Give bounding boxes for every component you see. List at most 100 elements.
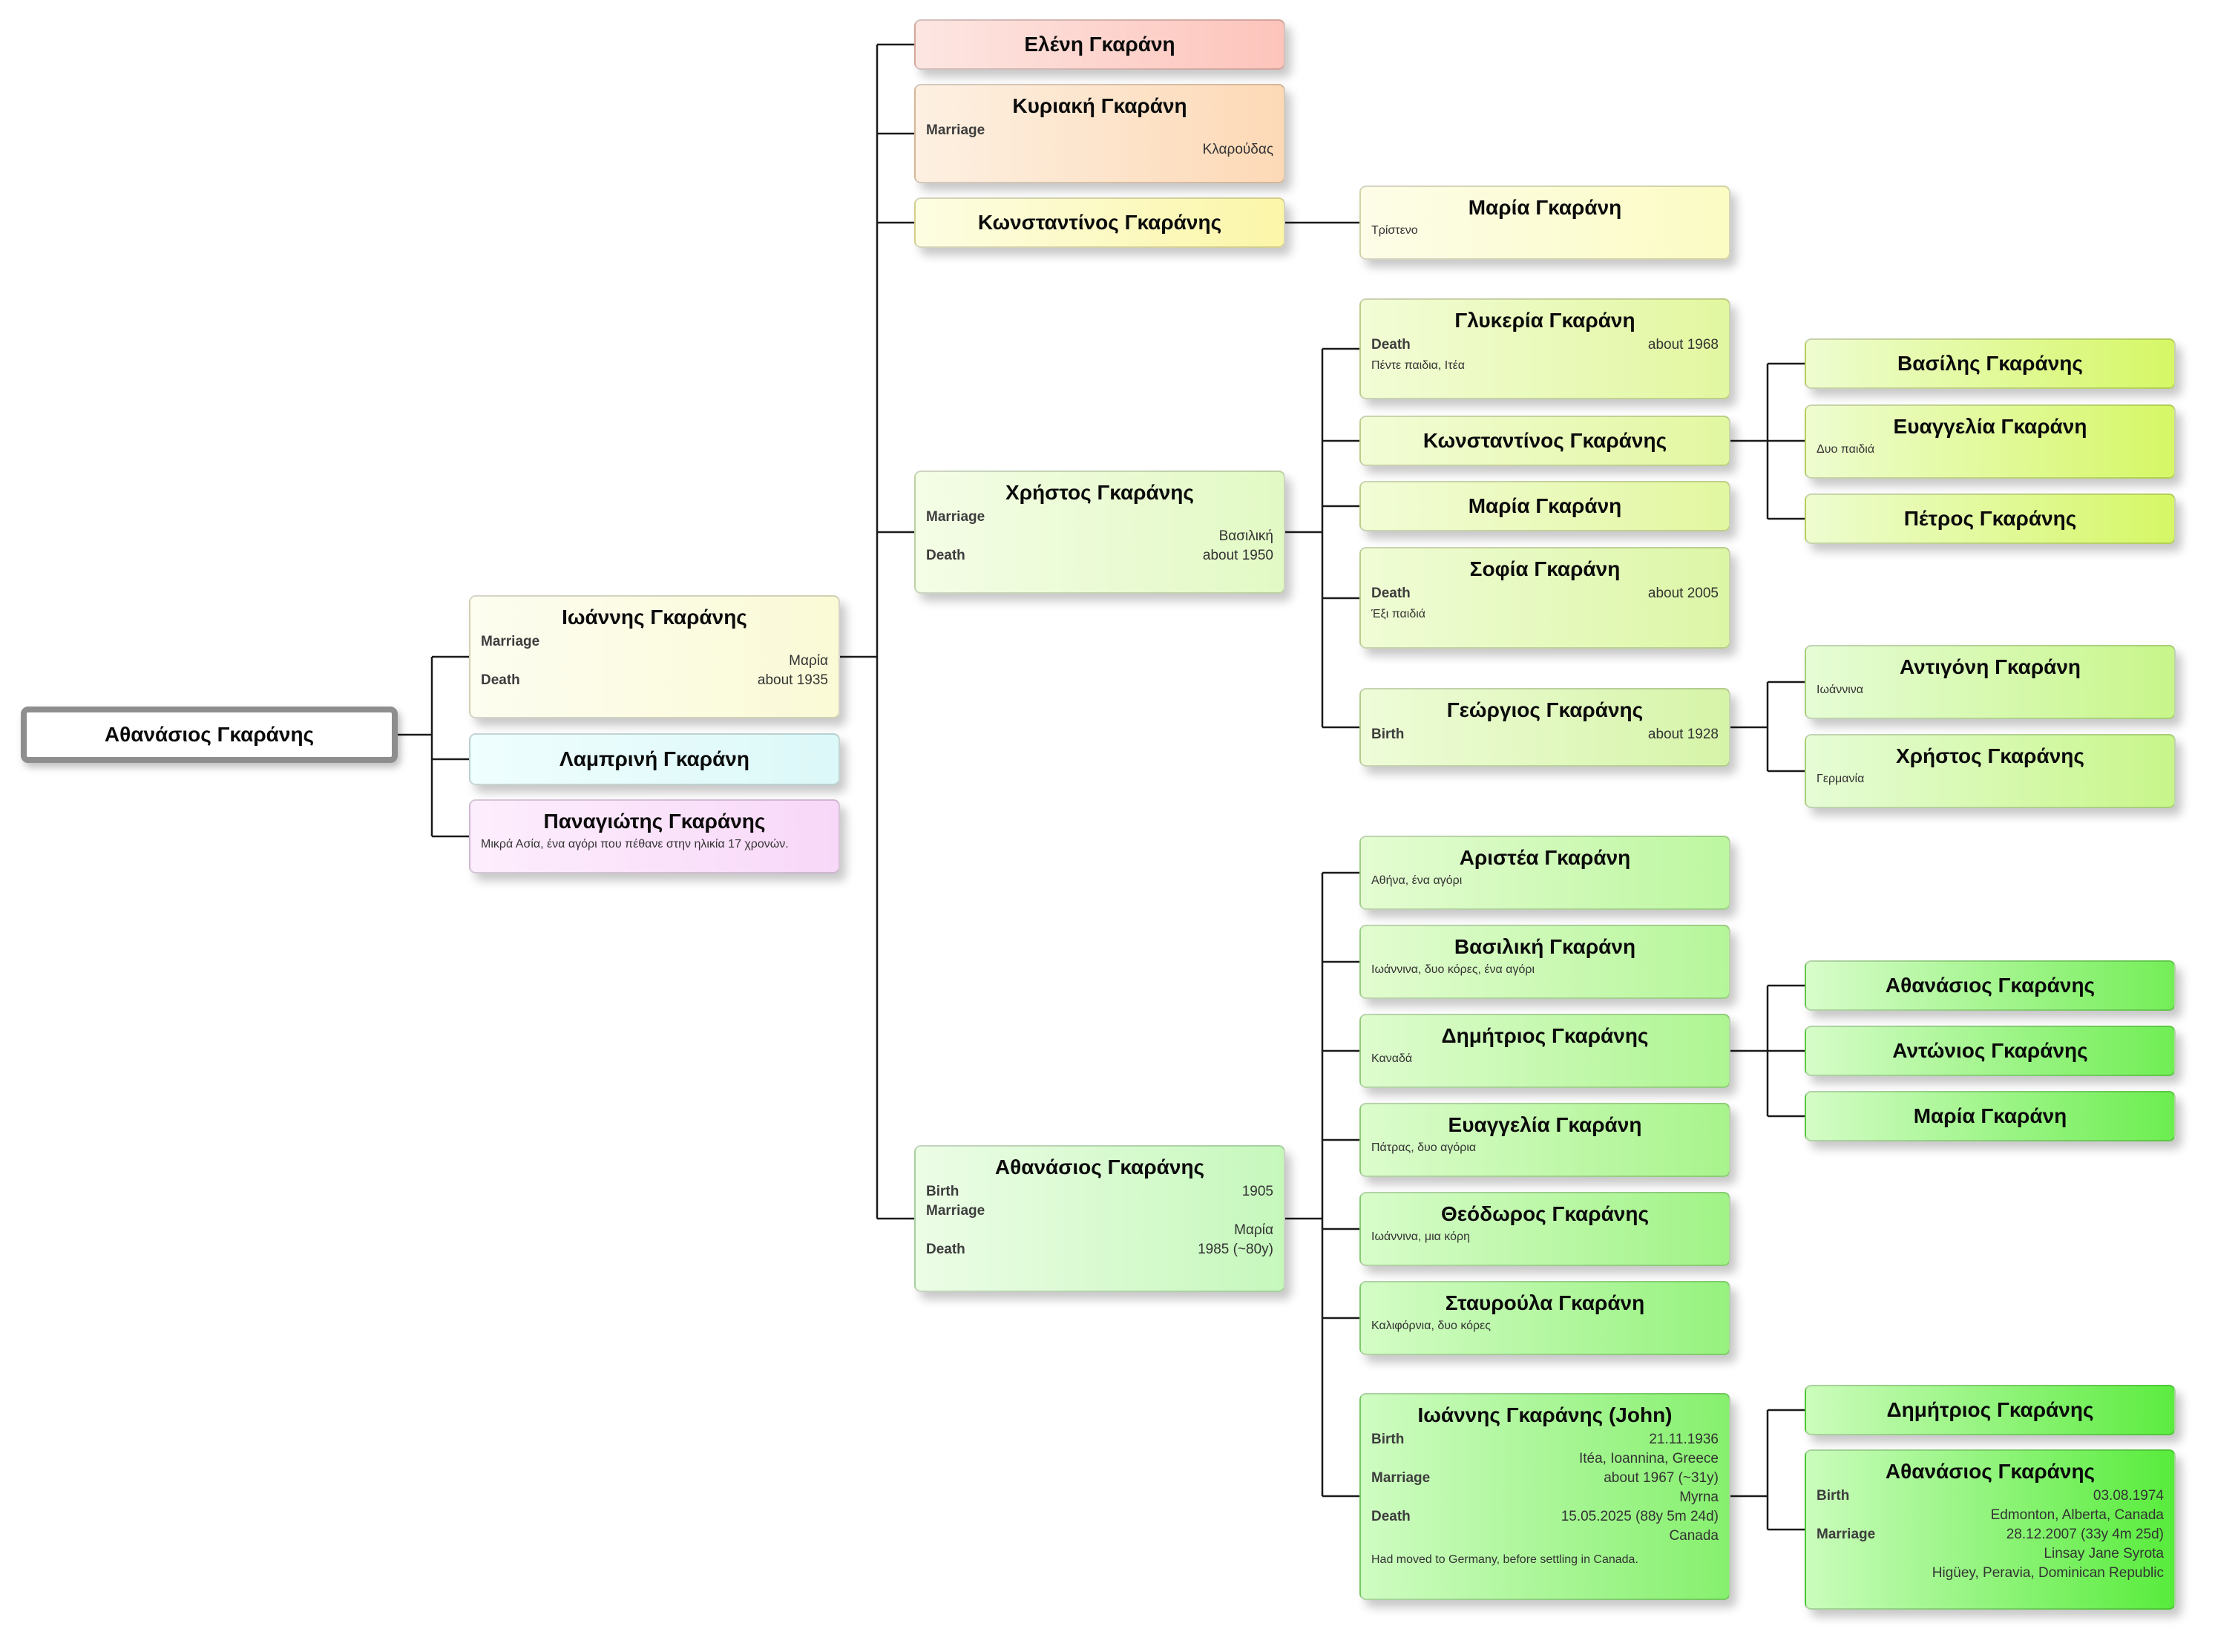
death-row: Death 1985 (~80y) xyxy=(926,1240,1273,1259)
person-card-dimitrios-2[interactable]: Δημήτριος Γκαράνης xyxy=(1805,1385,2176,1435)
person-card-panagiotis[interactable]: Παναγιώτης Γκαράνης Μικρά Ασία, ένα αγόρ… xyxy=(469,799,840,873)
birth-label: Birth xyxy=(1371,727,1405,742)
death-place: Canada xyxy=(1669,1528,1719,1544)
person-card-vasilis[interactable]: Βασίλης Γκαράνης xyxy=(1805,338,2176,389)
death-label: Death xyxy=(1371,337,1411,353)
marriage-row: Marriage xyxy=(481,632,828,652)
spouse-name: Linsay Jane Syrota xyxy=(2044,1546,2164,1561)
spouse-name: Myrna xyxy=(1679,1489,1719,1505)
person-name: Αριστέα Γκαράνη xyxy=(1459,846,1631,869)
person-name: Ιωάννης Γκαράνης (John) xyxy=(1417,1403,1673,1426)
death-date: 1985 (~80y) xyxy=(1198,1242,1273,1257)
person-card-maria-2[interactable]: Μαρία Γκαράνη xyxy=(1359,481,1730,531)
person-note: Ιωάννινα xyxy=(1817,684,1863,696)
death-date: about 1950 xyxy=(1202,548,1273,563)
person-name: Αθανάσιος Γκαράνης xyxy=(104,723,315,746)
death-row: Death 15.05.2025 (88y 5m 24d) xyxy=(1371,1507,1719,1527)
person-card-root[interactable]: Αθανάσιος Γκαράνης xyxy=(21,707,398,763)
death-label: Death xyxy=(926,1242,965,1257)
person-note: Μικρά Ασία, ένα αγόρι που πέθανε στην ηλ… xyxy=(481,838,789,850)
birth-row: Birth 21.11.1936 xyxy=(1371,1430,1719,1449)
person-card-evangelia-2[interactable]: Ευαγγελία Γκαράνη Πάτρας, δυο αγόρια xyxy=(1359,1103,1730,1177)
birth-row: Birth 03.08.1974 xyxy=(1817,1487,2164,1506)
person-name: Μαρία Γκαράνη xyxy=(1913,1104,2067,1127)
person-card-maria-3[interactable]: Μαρία Γκαράνη xyxy=(1805,1091,2176,1141)
death-label: Death xyxy=(481,672,520,688)
person-name: Αθανάσιος Γκαράνης xyxy=(1885,1460,2096,1483)
birth-date: 21.11.1936 xyxy=(1649,1432,1719,1447)
death-label: Death xyxy=(1371,1509,1411,1524)
person-card-athanasios-3[interactable]: Αθανάσιος Γκαράνης xyxy=(1805,960,2176,1011)
marriage-row: Marriage 28.12.2007 (33y 4m 25d) xyxy=(1817,1525,2164,1544)
death-label: Death xyxy=(1371,586,1411,601)
person-name: Θεόδωρος Γκαράνης xyxy=(1440,1202,1650,1225)
person-name: Αθανάσιος Γκαράνης xyxy=(1885,974,2096,997)
person-name: Δημήτριος Γκαράνης xyxy=(1441,1024,1649,1047)
person-name: Ευαγγελία Γκαράνη xyxy=(1448,1113,1642,1136)
person-card-christos-2[interactable]: Χρήστος Γκαράνης Γερμανία xyxy=(1805,734,2176,808)
birth-label: Birth xyxy=(1371,1432,1405,1447)
marriage-label: Marriage xyxy=(926,509,985,525)
person-card-glykeria[interactable]: Γλυκερία Γκαράνη Death about 1968 Πέντε π… xyxy=(1359,298,1730,399)
person-name: Κωνσταντίνος Γκαράνης xyxy=(977,211,1222,234)
person-card-dimitrios[interactable]: Δημήτριος Γκαράνης Καναδά xyxy=(1359,1014,1730,1088)
person-card-aristea[interactable]: Αριστέα Γκαράνη Αθήνα, ένα αγόρι xyxy=(1359,836,1730,910)
birth-label: Birth xyxy=(1817,1488,1850,1504)
death-row: Death about 1968 xyxy=(1371,335,1719,355)
death-date: about 1968 xyxy=(1647,337,1719,353)
person-name: Μαρία Γκαράνη xyxy=(1468,494,1622,517)
birth-label: Birth xyxy=(926,1184,959,1199)
marriage-row: Marriage xyxy=(926,121,1273,140)
marriage-label: Marriage xyxy=(481,634,540,649)
person-card-antonios[interactable]: Αντώνιος Γκαράνης xyxy=(1805,1026,2176,1076)
person-card-theodoros[interactable]: Θεόδωρος Γκαράνης Ιωάννινα, μια κόρη xyxy=(1359,1192,1730,1266)
person-name: Λαμπρινή Γκαράνη xyxy=(560,747,749,770)
person-name: Ιωάννης Γκαράνης xyxy=(562,606,747,629)
marriage-row: Marriage xyxy=(926,1202,1273,1221)
person-name: Αθανάσιος Γκαράνης xyxy=(994,1156,1205,1179)
person-name: Γλυκερία Γκαράνη xyxy=(1454,309,1635,332)
spouse-name: Κλαρούδας xyxy=(1202,142,1273,157)
person-card-kyriaki[interactable]: Κυριακή Γκαράνη Marriage Κλαρούδας xyxy=(914,84,1285,183)
person-card-maria-tristeno[interactable]: Μαρία Γκαράνη Τρίστενο xyxy=(1359,186,1730,260)
death-label: Death xyxy=(926,548,965,563)
death-date: 15.05.2025 (88y 5m 24d) xyxy=(1561,1509,1719,1524)
person-note: Πέντε παιδια, Ιτέα xyxy=(1371,359,1465,372)
person-name: Χρήστος Γκαράνης xyxy=(1896,744,2084,767)
person-card-petros[interactable]: Πέτρος Γκαράνης xyxy=(1805,494,2176,544)
person-card-vasiliki[interactable]: Βασιλική Γκαράνη Ιωάννινα, δυο κόρες, έν… xyxy=(1359,925,1730,999)
marriage-date: 28.12.2007 (33y 4m 25d) xyxy=(2006,1527,2164,1542)
person-card-eleni[interactable]: Ελένη Γκαράνη xyxy=(914,19,1285,70)
person-card-stavroula[interactable]: Σταυρούλα Γκαράνη Καλιφόρνια, δυο κόρες xyxy=(1359,1281,1730,1355)
marriage-label: Marriage xyxy=(1817,1527,1876,1542)
person-note: Δυο παιδιά xyxy=(1817,443,1875,456)
person-name: Μαρία Γκαράνη xyxy=(1468,196,1622,219)
marriage-label: Marriage xyxy=(1371,1470,1431,1486)
person-name: Ευαγγελία Γκαράνη xyxy=(1893,415,2087,438)
spouse-name: Βασιλική xyxy=(1218,528,1273,544)
birth-date: 1905 xyxy=(1241,1184,1273,1199)
person-note: Γερμανία xyxy=(1817,773,1865,785)
birth-date: 03.08.1974 xyxy=(2093,1488,2164,1504)
person-card-evangelia[interactable]: Ευαγγελία Γκαράνη Δυο παιδιά xyxy=(1805,404,2176,479)
person-name: Αντιγόνη Γκαράνη xyxy=(1899,655,2081,678)
marriage-label: Marriage xyxy=(926,122,985,138)
person-card-konstantinos-2[interactable]: Κωνσταντίνος Γκαράνης xyxy=(1359,416,1730,466)
person-card-konstantinos[interactable]: Κωνσταντίνος Γκαράνης xyxy=(914,197,1285,248)
person-card-christos[interactable]: Χρήστος Γκαράνης Marriage Βασιλική Death… xyxy=(914,471,1285,594)
marriage-place: Higüey, Peravia, Dominican Republic xyxy=(1932,1565,2164,1581)
marriage-row: Marriage xyxy=(926,508,1273,527)
person-note: Καναδά xyxy=(1371,1052,1413,1065)
person-card-lamprini[interactable]: Λαμπρινή Γκαράνη xyxy=(469,733,840,785)
person-name: Βασίλης Γκαράνης xyxy=(1897,352,2083,375)
person-card-antigoni[interactable]: Αντιγόνη Γκαράνη Ιωάννινα xyxy=(1805,645,2176,719)
